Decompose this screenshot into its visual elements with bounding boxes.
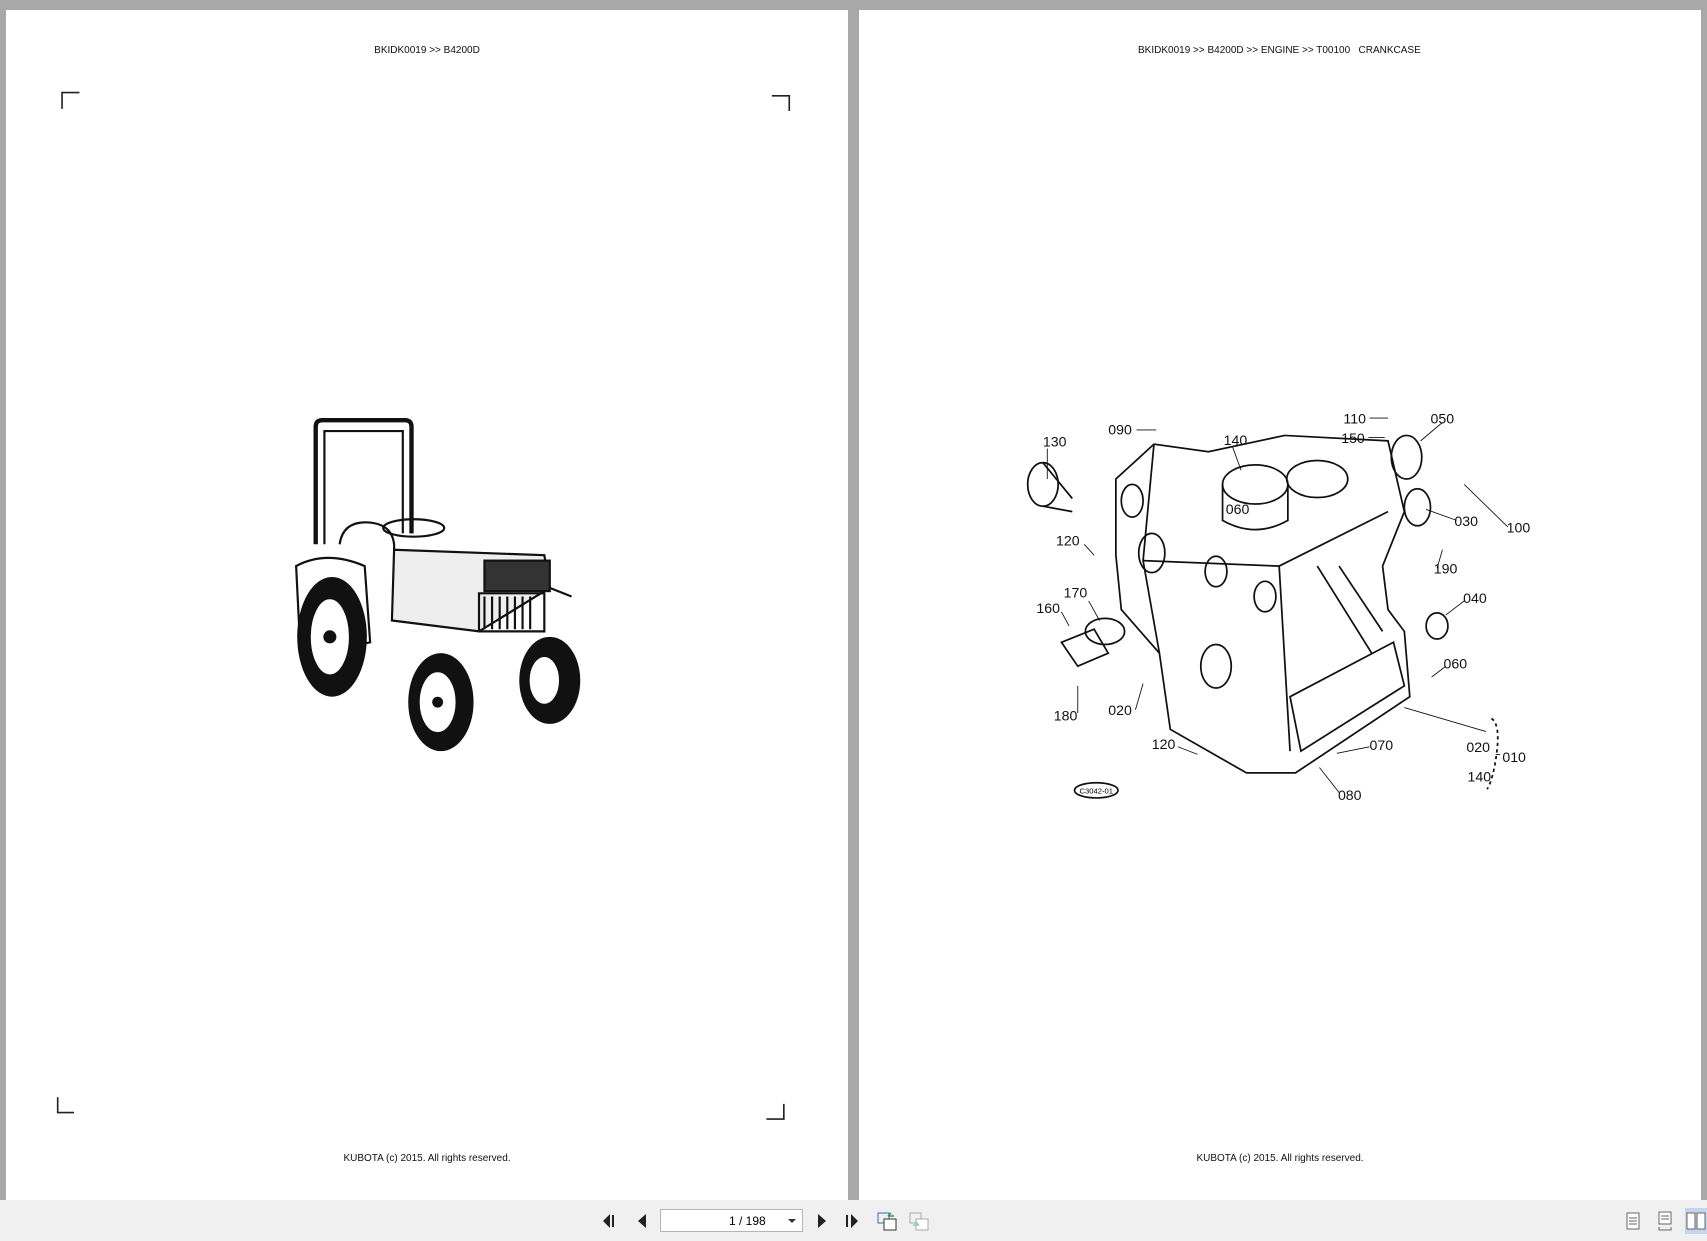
single-page-view-icon — [1626, 1212, 1640, 1230]
two-page-view-button[interactable] — [1685, 1208, 1707, 1234]
continuous-view-button[interactable] — [1654, 1208, 1676, 1234]
last-page-icon — [846, 1214, 858, 1228]
go-back-view-button[interactable] — [874, 1208, 900, 1234]
go-forward-view-button[interactable] — [906, 1208, 932, 1234]
single-page-view-button[interactable] — [1622, 1208, 1644, 1234]
previous-page-icon — [638, 1214, 646, 1228]
next-page-icon — [818, 1214, 826, 1228]
previous-page-button[interactable] — [630, 1208, 654, 1234]
two-page-view-icon — [1686, 1212, 1706, 1230]
page-header: BKIDK0019 >> B4200D — [374, 45, 480, 56]
page-footer: KUBOTA (c) 2015. All rights reserved. — [343, 1153, 511, 1164]
page-header: BKIDK0019 >> B4200D >> ENGINE >> T00100 … — [1138, 45, 1421, 56]
page-footer: KUBOTA (c) 2015. All rights reserved. — [1196, 1153, 1364, 1164]
first-page-button[interactable] — [598, 1208, 622, 1234]
continuous-view-icon — [1658, 1211, 1672, 1231]
right-page: BKIDK0019 >> B4200D >> ENGINE >> T00100 … — [859, 10, 1701, 1200]
first-page-icon — [603, 1214, 614, 1228]
next-page-button[interactable] — [810, 1208, 834, 1234]
chevron-down-icon[interactable] — [788, 1219, 796, 1223]
go-back-view-icon — [877, 1212, 897, 1231]
navigation-toolbar: 1 / 198 — [0, 1200, 1707, 1241]
last-page-button[interactable] — [841, 1208, 865, 1234]
page-indicator: 1 / 198 — [729, 1214, 766, 1228]
page-number-input[interactable]: 1 / 198 — [660, 1209, 803, 1232]
left-page: BKIDK0019 >> B4200D KUBOTA (c) 2015. All… — [6, 10, 848, 1200]
go-forward-view-icon — [909, 1212, 929, 1231]
